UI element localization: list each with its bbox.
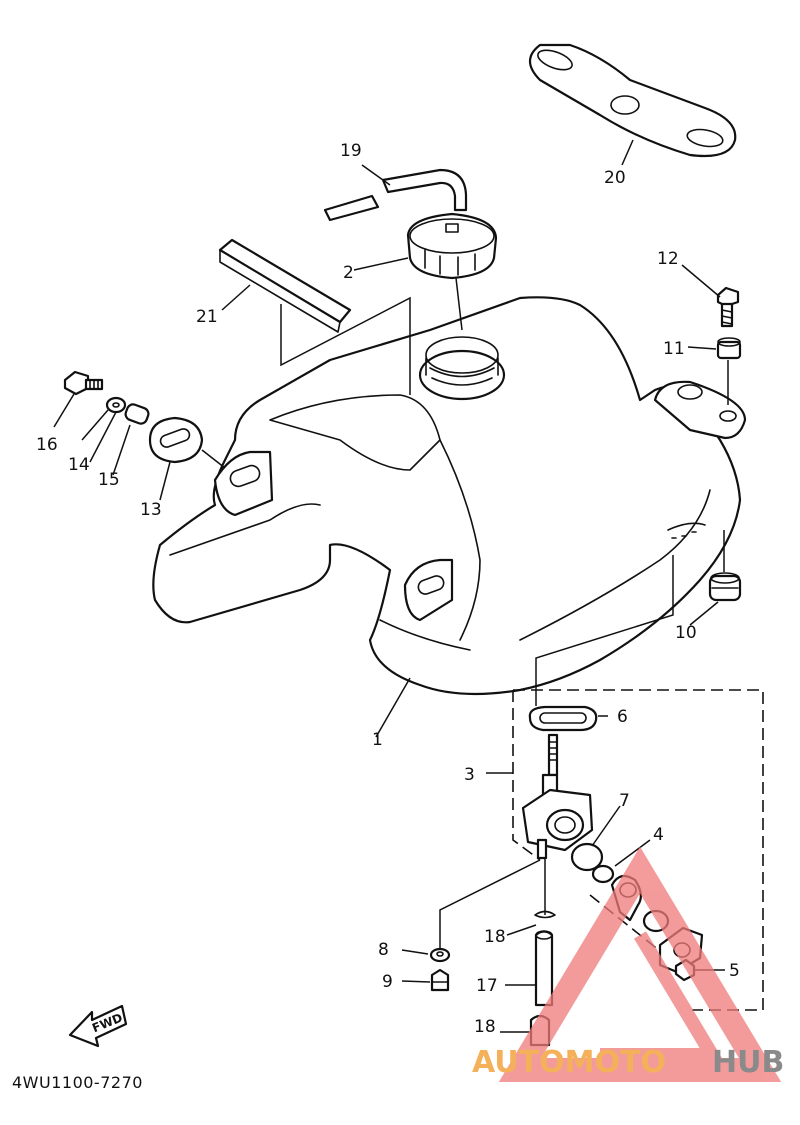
part-12-bolt — [716, 286, 740, 328]
label-part-6: 6 — [617, 707, 628, 727]
part-21-damper-pad — [218, 238, 352, 333]
label-part-10: 10 — [675, 623, 697, 643]
label-part-15: 15 — [98, 470, 120, 490]
label-part-18-upper: 18 — [484, 927, 506, 947]
label-part-7: 7 — [619, 791, 630, 811]
label-part-12: 12 — [657, 249, 679, 269]
part-19-breather-hose — [323, 168, 468, 222]
part-2-fuel-cap — [406, 212, 498, 280]
label-part-2: 2 — [343, 263, 354, 283]
label-part-9: 9 — [382, 972, 393, 992]
part-6-gasket — [528, 705, 598, 732]
watermark-logo: AUTOMOTO HUB — [472, 846, 784, 1082]
watermark-text-2: HUB — [712, 1045, 784, 1080]
part-7-filter-cup — [570, 842, 604, 872]
part-labels: 1 2 3 4 5 6 7 8 9 10 11 12 13 14 15 16 1… — [36, 141, 740, 1037]
part-13-damper — [148, 416, 204, 464]
part-4-o-ring — [591, 864, 615, 884]
watermark-text-1: AUTOMOTO — [472, 1045, 666, 1080]
label-part-11: 11 — [663, 339, 685, 359]
part-3-fuel-cock — [521, 733, 594, 860]
label-part-1: 1 — [372, 730, 383, 750]
forward-arrow-icon: FWD — [68, 1004, 128, 1048]
part-15-collar — [124, 403, 150, 425]
part-8-washer — [429, 947, 451, 963]
watermark-triangle-icon — [498, 846, 782, 1082]
part-14-washer — [105, 396, 127, 414]
part-9-bolt — [430, 968, 450, 992]
label-part-19: 19 — [340, 141, 362, 161]
part-10-damper — [708, 572, 742, 602]
label-part-14: 14 — [68, 455, 90, 475]
label-part-17: 17 — [476, 976, 498, 996]
part-20-bracket — [528, 43, 737, 158]
label-part-4: 4 — [653, 825, 664, 845]
label-part-5: 5 — [729, 961, 740, 981]
diagram-code: 4WU1100-7270 — [12, 1073, 143, 1092]
label-part-18-lower: 18 — [474, 1017, 496, 1037]
part-16-bolt — [63, 370, 104, 396]
callout-leaders — [53, 139, 725, 1033]
label-part-8: 8 — [378, 940, 389, 960]
part-17-fuel-hose — [534, 930, 554, 1007]
label-part-13: 13 — [140, 500, 162, 520]
part-1-fuel-tank — [152, 296, 747, 696]
part-11-collar — [716, 337, 742, 360]
part-18-clip-upper — [534, 910, 556, 919]
label-part-16: 16 — [36, 435, 58, 455]
label-part-3: 3 — [464, 765, 475, 785]
label-part-21: 21 — [196, 307, 218, 327]
label-part-20: 20 — [604, 168, 626, 188]
